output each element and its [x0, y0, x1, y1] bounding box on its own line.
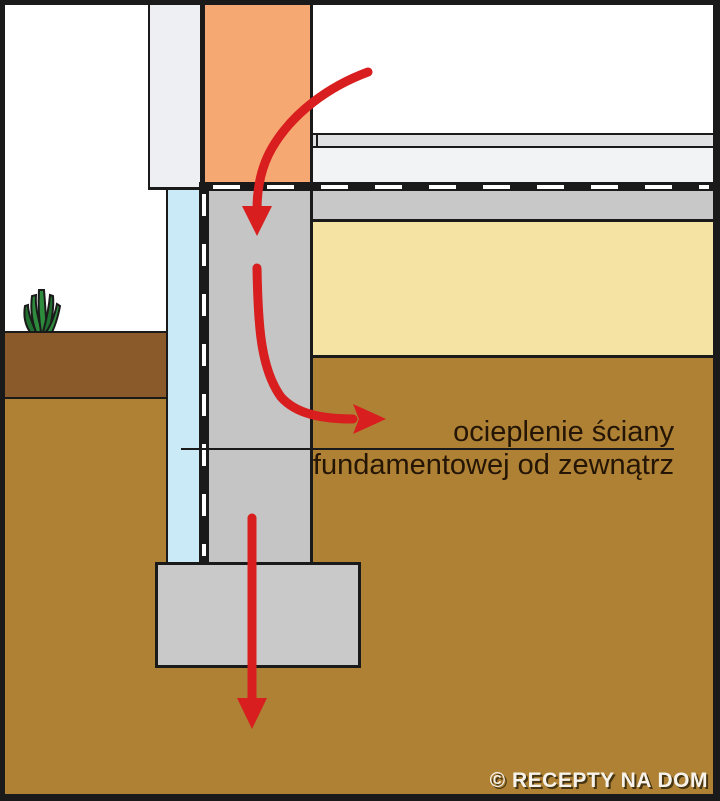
horizontal-damp-proof-course — [199, 182, 713, 191]
foundation-footing — [155, 562, 361, 668]
exterior-plaster-strip — [148, 5, 202, 190]
floor-finish-layer — [313, 133, 713, 148]
dpc-dashes — [213, 184, 709, 189]
brick-wall — [202, 5, 313, 182]
concrete-slab-layer — [313, 191, 713, 222]
vertical-damp-proof-membrane — [199, 182, 209, 562]
label-line-2: fundamentowej od zewnątrz — [312, 449, 674, 481]
foundation-wall-insulation-blue — [166, 190, 199, 562]
floor-screed-layer — [313, 148, 713, 182]
foundation-wall — [209, 191, 313, 562]
label-line-1: ocieplenie ściany — [453, 416, 674, 448]
watermark: © RECEPTY NA DOM — [489, 769, 708, 792]
label-leader-line — [181, 448, 674, 450]
floor-finish-joint-line — [316, 133, 318, 148]
dpc-dashes — [202, 194, 206, 556]
topsoil-layer — [5, 331, 166, 399]
grass-plant-icon — [23, 289, 62, 333]
floor-insulation-layer — [313, 222, 713, 358]
label-text: ocieplenie ściany fundamentowej od zewną… — [290, 416, 674, 482]
